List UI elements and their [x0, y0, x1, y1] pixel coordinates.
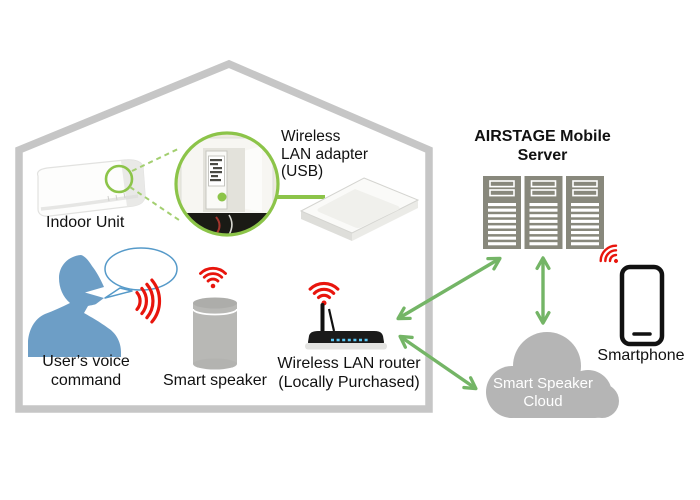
smartphone-label: Smartphone	[597, 347, 685, 364]
adapter-pointer-dot	[217, 192, 227, 202]
wireless-lan-router-label: Wireless LAN router (Locally Purchased)	[277, 355, 421, 391]
house-outline	[15, 59, 433, 413]
smart-speaker-illustration	[192, 266, 238, 370]
speech-bubble-tail	[104, 287, 133, 299]
wireless-lan-adapter-label: Wireless LAN adapter (USB)	[281, 128, 369, 180]
users-voice-command-label: User’s voice command	[42, 353, 130, 389]
magnifier-guide-lines	[129, 148, 180, 221]
wifi-signal-icon	[308, 281, 340, 308]
arrow-router-server	[396, 256, 502, 321]
router-illustration	[305, 281, 387, 350]
adapter-location-circle	[104, 164, 134, 194]
smart-speaker-cloud-label: Smart Speaker Cloud	[492, 375, 594, 410]
server-racks-illustration	[483, 176, 604, 249]
airstage-mobile-server-label: AIRSTAGE Mobile Server	[474, 128, 611, 164]
speech-bubble-icon	[104, 247, 178, 291]
user-voice-illustration	[28, 247, 178, 357]
indoor-unit-label: Indoor Unit	[46, 214, 125, 231]
magnifier-detail-view	[174, 131, 280, 237]
smart-speaker-label: Smart speaker	[162, 372, 268, 389]
cloud-illustration	[486, 332, 619, 418]
smartphone-illustration	[596, 241, 665, 347]
indoor-unit-illustration	[36, 159, 146, 217]
wifi-signal-icon	[199, 266, 227, 290]
arrow-router-cloud	[398, 334, 478, 391]
connection-arrows	[396, 256, 551, 391]
person-silhouette	[28, 255, 121, 357]
usb-adapter-illustration	[299, 177, 420, 241]
